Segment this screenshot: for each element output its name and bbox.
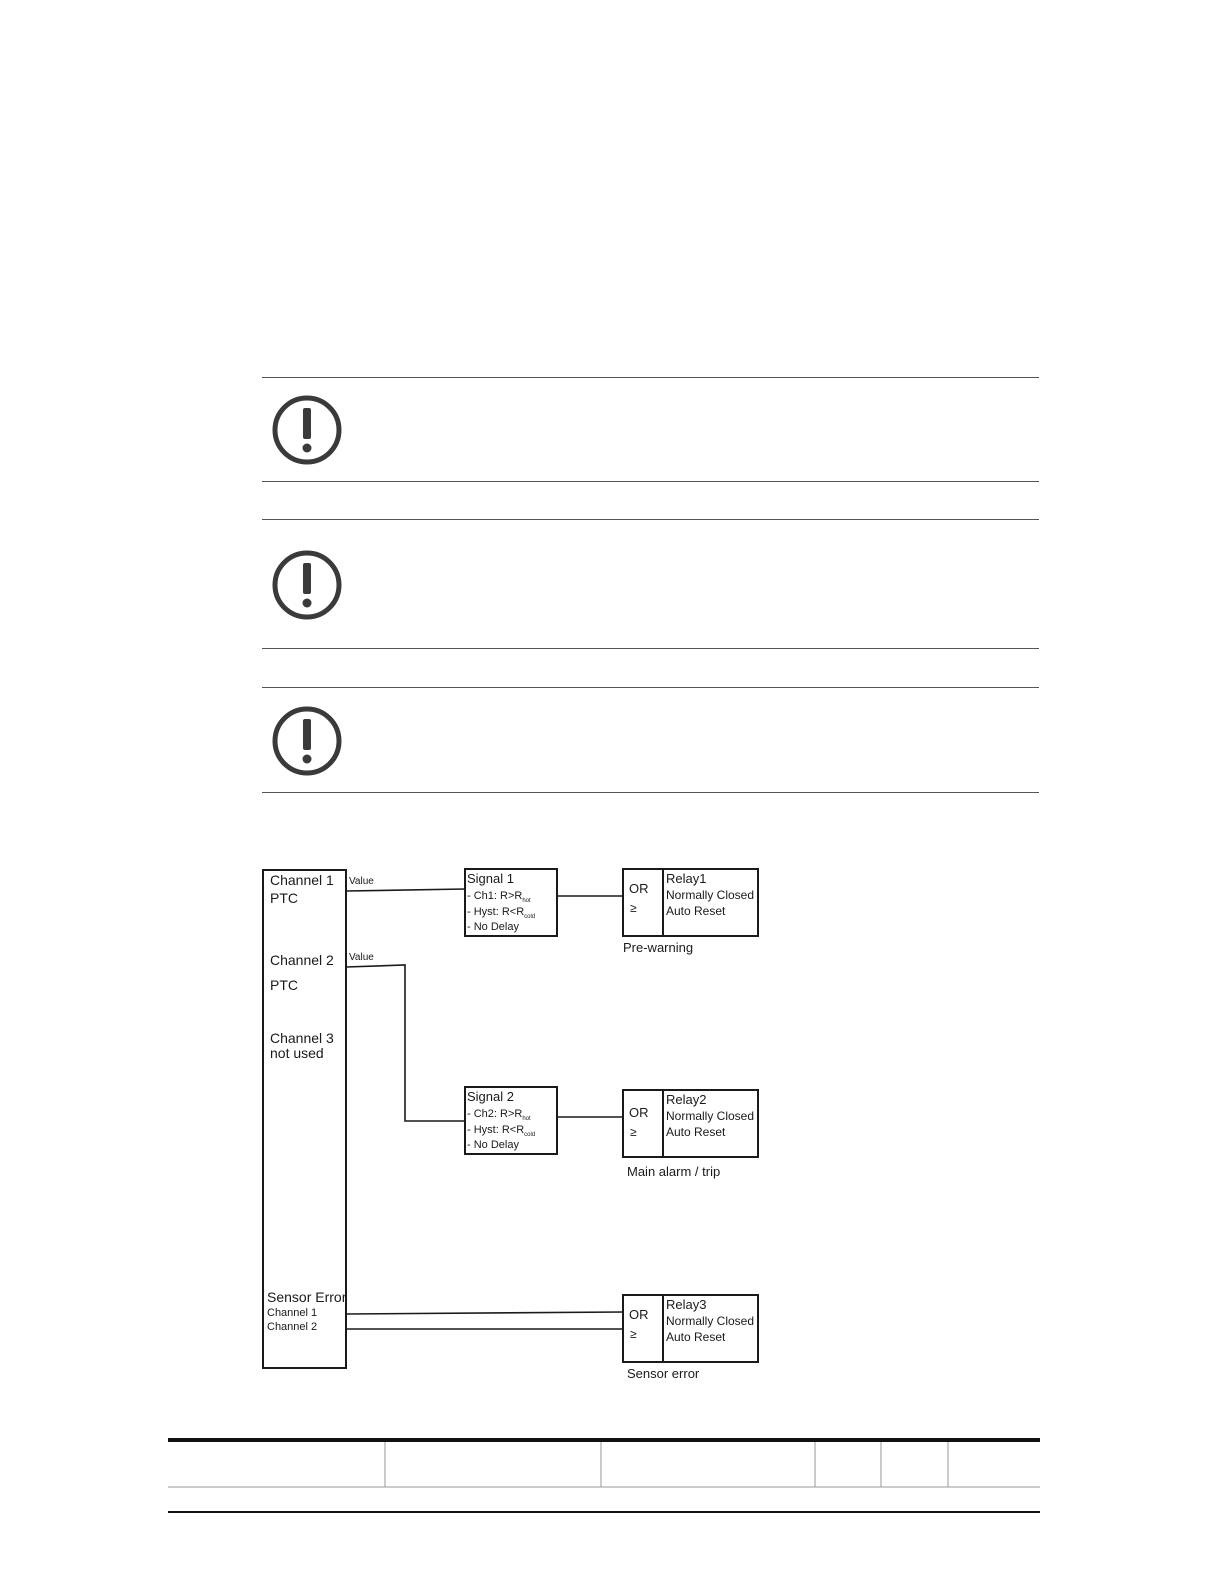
exclamation-circle-icon [272, 550, 342, 620]
signal-2-delay: - No Delay [467, 1139, 519, 1151]
relay-3-caption: Sensor error [627, 1366, 700, 1381]
signal-1-title: Signal 1 [467, 871, 514, 886]
sensor-error-channel-2: Channel 2 [267, 1321, 317, 1333]
channel-2-type: PTC [270, 977, 298, 993]
sensor-error-channel-1: Channel 1 [267, 1307, 317, 1319]
relay-1-title: Relay1 [666, 871, 706, 886]
notice-2-top-rule [262, 519, 1039, 520]
relay-3-gate-symbol: ≥ [630, 1327, 637, 1341]
channel-2-title: Channel 2 [270, 952, 334, 968]
signal-2-title: Signal 2 [467, 1089, 514, 1104]
relay-3-block [622, 1294, 759, 1363]
exclamation-circle-icon [272, 395, 342, 465]
notice-2-bottom-rule [262, 648, 1039, 649]
relay-1-block [622, 868, 759, 937]
relay-2-gate: OR [629, 1105, 649, 1120]
relay-1-caption: Pre-warning [623, 940, 693, 955]
signal-2-block [464, 1086, 558, 1155]
channel-3-title: Channel 3 [270, 1030, 334, 1046]
channel-1-type: PTC [270, 890, 298, 906]
signal-1-hysteresis: - Hyst: R<Rcold [467, 906, 535, 920]
relay-3-reset: Auto Reset [666, 1330, 726, 1344]
relay-3-title: Relay3 [666, 1297, 706, 1312]
channel-3-status: not used [270, 1045, 324, 1061]
wire-sensor-error-ch1 [345, 1311, 624, 1315]
wire-ch2-to-signal2 [345, 964, 465, 1122]
footer-table [168, 1438, 1040, 1513]
exclamation-circle-icon [272, 706, 342, 776]
relay-1-reset: Auto Reset [666, 904, 726, 918]
signal-2-hysteresis: - Hyst: R<Rcold [467, 1124, 535, 1138]
relay-logic-diagram: Channel 1 PTC Channel 2 PTC Channel 3 no… [262, 868, 759, 1381]
wire-label-value-1: Value [349, 876, 374, 887]
signal-1-condition: - Ch1: R>Rhot [467, 890, 531, 904]
notice-3-bottom-rule [262, 792, 1039, 793]
relay-3-gate: OR [629, 1307, 649, 1322]
relay-2-gate-symbol: ≥ [630, 1125, 637, 1139]
relay-1-gate-symbol: ≥ [630, 901, 637, 915]
relay-3-mode: Normally Closed [666, 1314, 754, 1328]
channel-1-title: Channel 1 [270, 872, 334, 888]
wire-label-value-2: Value [349, 952, 374, 963]
relay-2-mode: Normally Closed [666, 1109, 754, 1123]
signal-2-condition: - Ch2: R>Rhot [467, 1108, 531, 1122]
relay-1-mode: Normally Closed [666, 888, 754, 902]
signal-1-delay: - No Delay [467, 921, 519, 933]
notice-1-bottom-rule [262, 481, 1039, 482]
relay-2-caption: Main alarm / trip [627, 1164, 720, 1179]
input-channels-block [262, 869, 347, 1369]
notice-1-top-rule [262, 377, 1039, 378]
relay-1-gate: OR [629, 881, 649, 896]
sensor-error-title: Sensor Error [267, 1289, 347, 1305]
relay-2-reset: Auto Reset [666, 1125, 726, 1139]
relay-2-block [622, 1089, 759, 1158]
signal-1-block [464, 868, 558, 937]
wire-ch1-to-signal1 [345, 888, 466, 892]
relay-2-title: Relay2 [666, 1092, 706, 1107]
notice-3-top-rule [262, 687, 1039, 688]
